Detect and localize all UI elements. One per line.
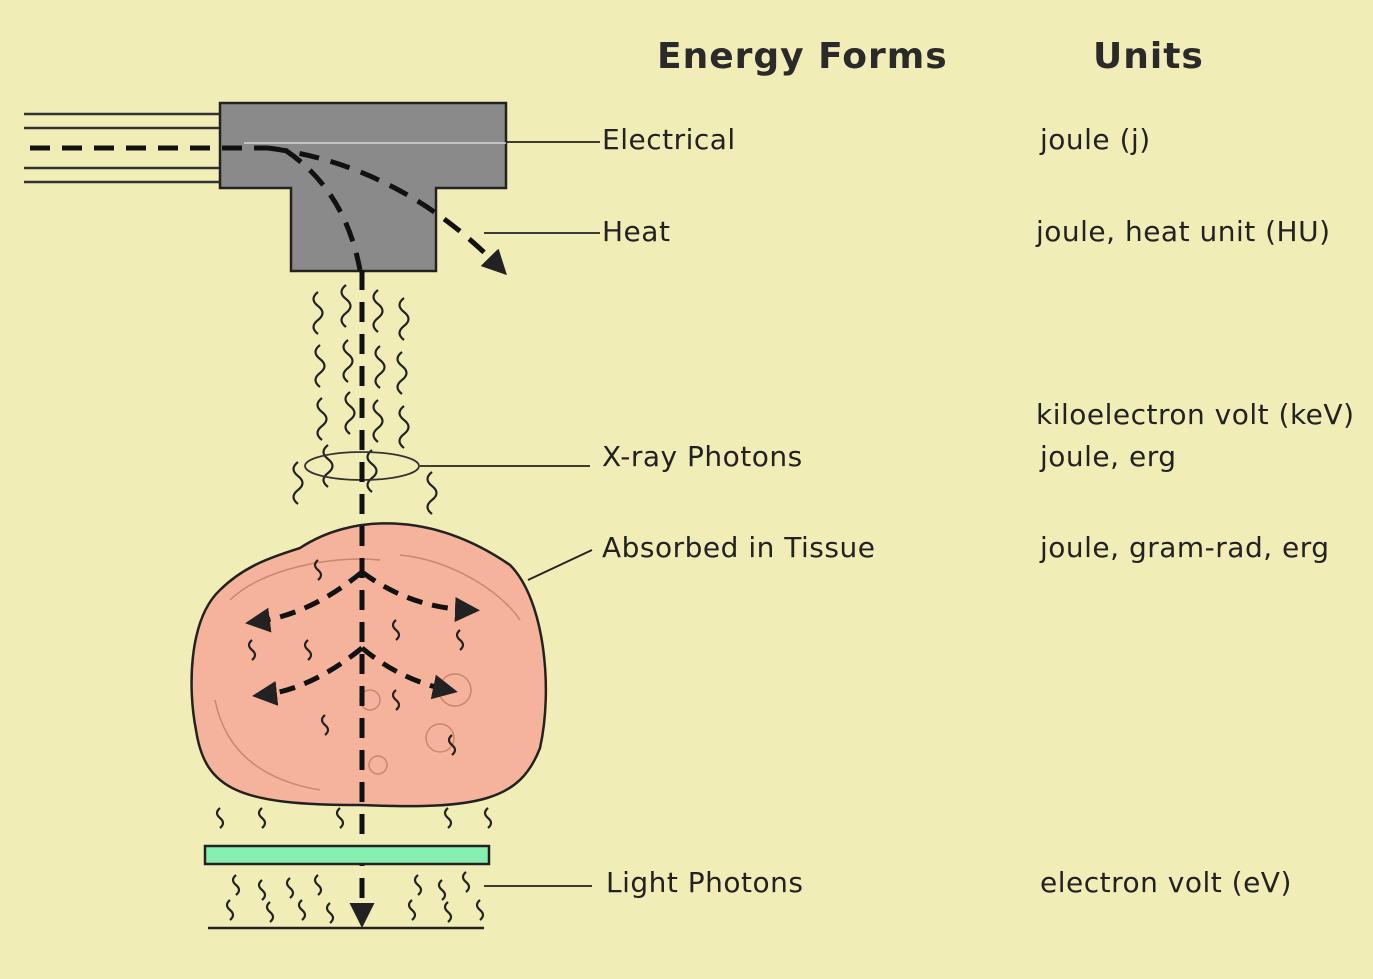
unit-xray-kev: kiloelectron volt (keV)	[1036, 398, 1355, 431]
label-light-photons: Light Photons	[606, 866, 804, 899]
unit-electrical: joule (j)	[1040, 123, 1151, 156]
xray-tube	[218, 101, 508, 273]
scatter-arrows	[245, 569, 480, 706]
label-heat: Heat	[602, 215, 671, 248]
unit-xray-joule: joule, erg	[1040, 440, 1177, 473]
heat-arrow	[267, 145, 507, 276]
energy-forms-header: Energy Forms	[657, 36, 948, 77]
label-xray-photons: X-ray Photons	[602, 440, 803, 473]
xray-beam-curve	[283, 147, 363, 271]
unit-heat: joule, heat unit (HU)	[1036, 215, 1331, 248]
leader-lines	[420, 141, 600, 887]
label-absorbed-in-tissue: Absorbed in Tissue	[602, 531, 876, 564]
tissue-cross-section	[190, 522, 548, 808]
light-photon-waves	[225, 870, 485, 925]
unit-tissue: joule, gram-rad, erg	[1040, 531, 1330, 564]
exit-photon-waves	[215, 806, 493, 830]
unit-light: electron volt (eV)	[1040, 866, 1292, 899]
units-header: Units	[1093, 36, 1204, 77]
intensifying-screen	[203, 844, 491, 866]
label-electrical: Electrical	[602, 123, 736, 156]
power-cable	[24, 112, 222, 184]
